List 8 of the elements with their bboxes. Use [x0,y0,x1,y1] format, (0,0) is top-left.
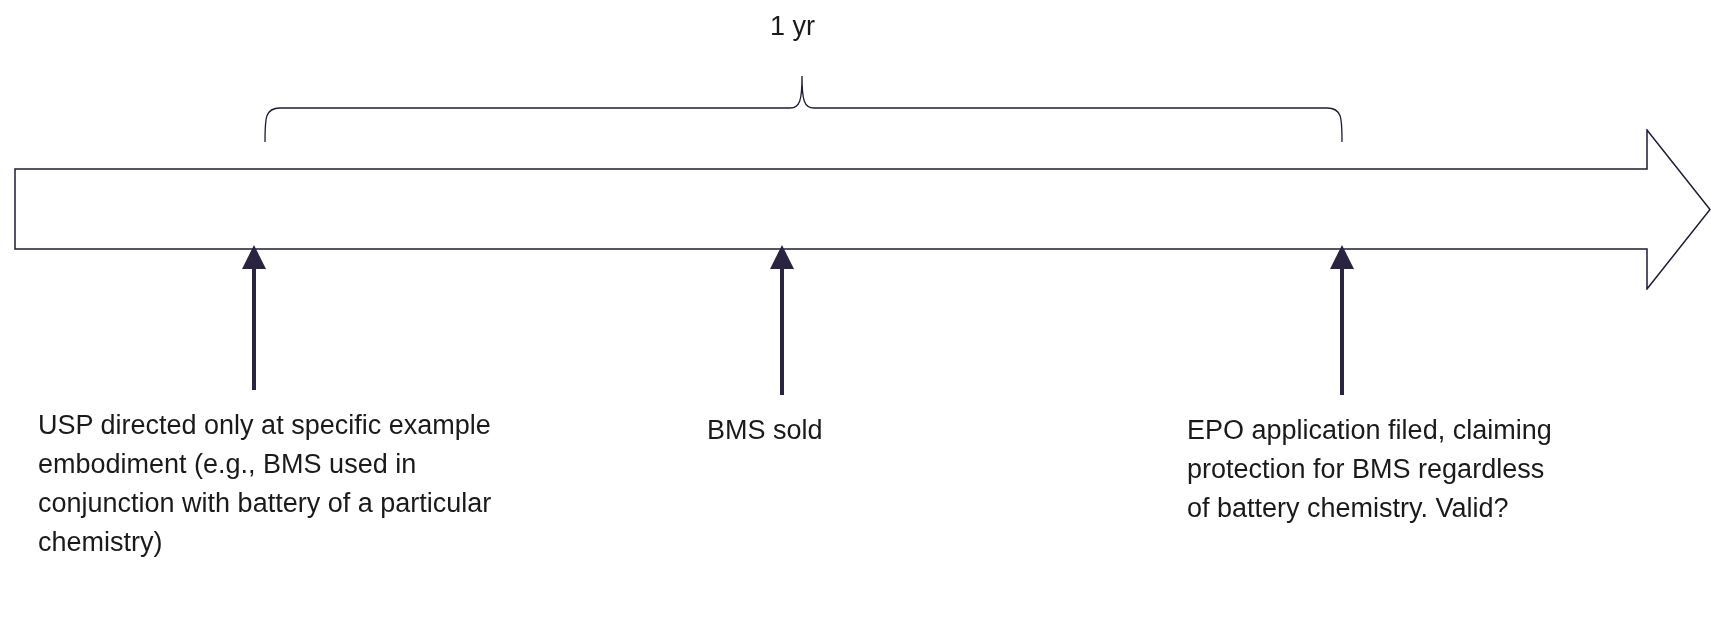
duration-label: 1 yr [770,10,815,43]
event-text: EPO application filed, claiming protection for BMS regardless of battery chemistry. Valid? [1187,414,1553,525]
timeline-arrow [14,129,1711,290]
arrow [242,245,266,390]
arrow [1330,245,1354,395]
event-text: BMS sold [707,414,824,447]
event-text: USP directed only at specific example embodiment (e.g., BMS used in conjunction with battery of a particular chemistry) [38,409,493,559]
arrow [770,245,794,395]
